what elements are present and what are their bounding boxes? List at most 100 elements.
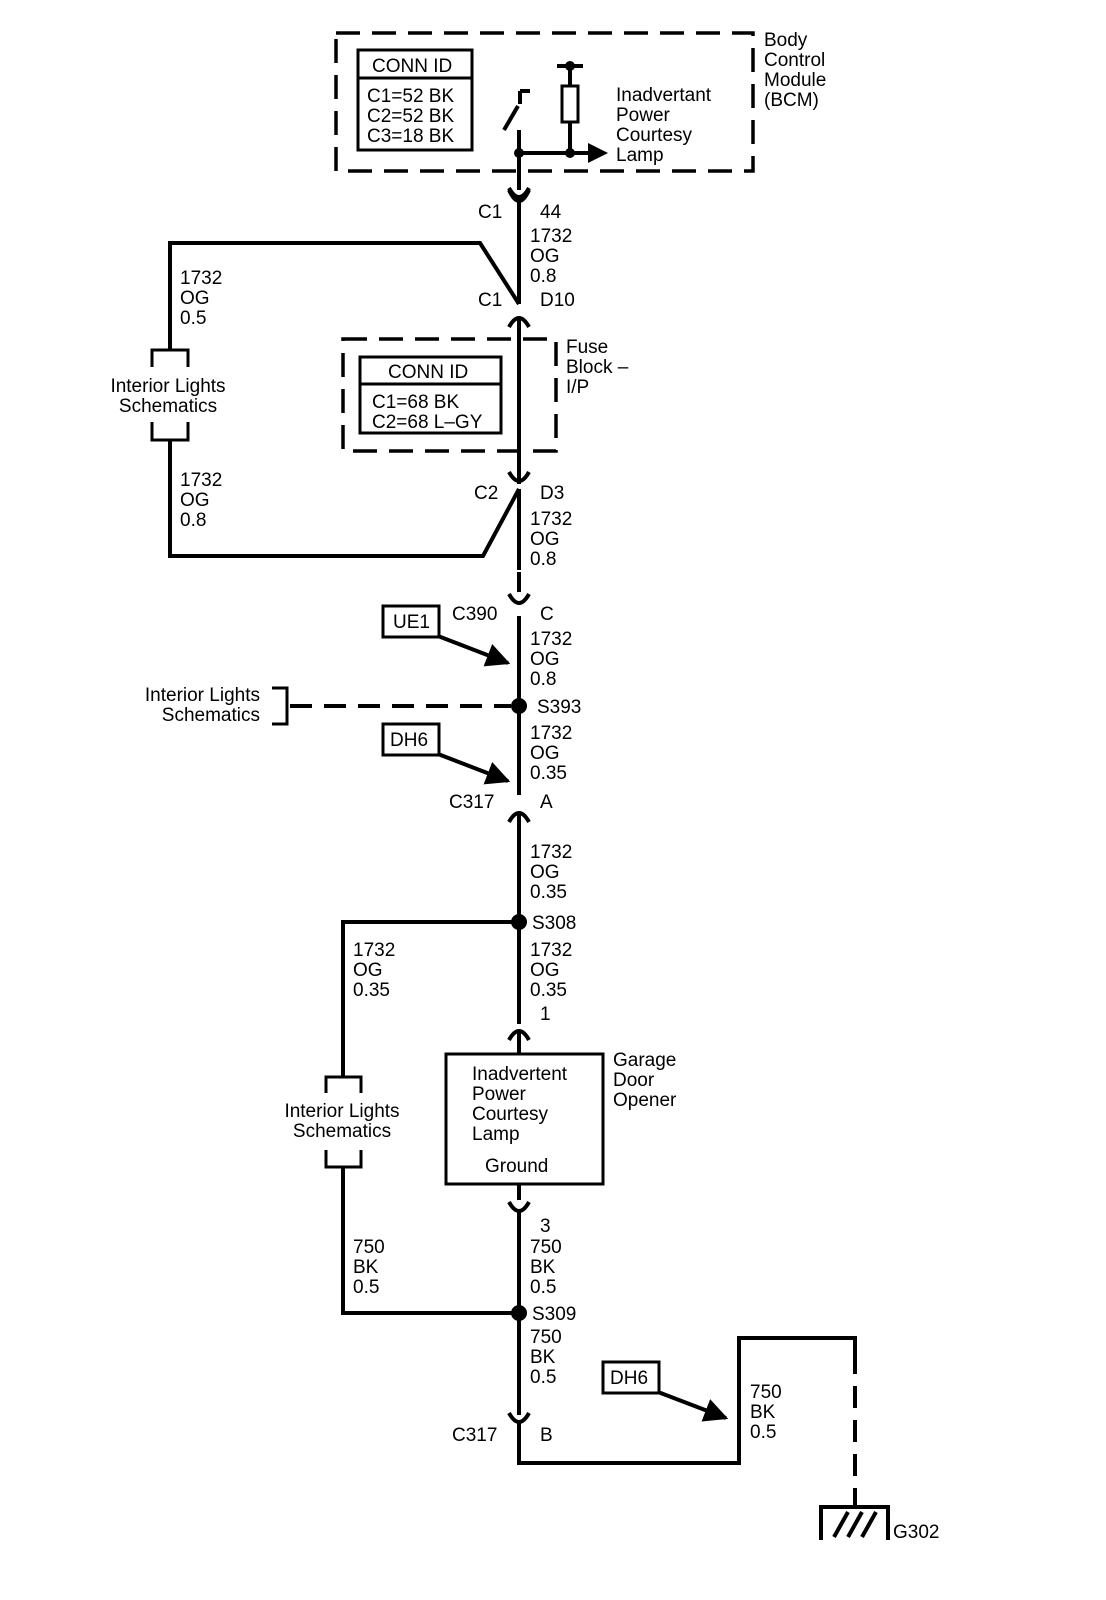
wire-1732-f-label-line-1: 1732 — [530, 940, 572, 961]
ground-label: G302 — [893, 1522, 939, 1543]
wire-1732-d-label-line-1: 1732 — [530, 723, 572, 744]
s309-splice-dot — [511, 1305, 527, 1321]
wire-1732-d-label-line-2: OG — [530, 743, 560, 764]
fuse-top-pin: D10 — [540, 290, 575, 311]
wire-1732-e-label-line-2: OG — [530, 862, 560, 883]
bypass-top-wire-label-line-3: 0.5 — [180, 308, 206, 329]
fuse-conn-id-list-line-1: C1=68 BK — [372, 392, 459, 413]
bcm-c1-label: C1 — [478, 202, 502, 223]
wire-750-b-label-line-2: BK — [530, 1347, 556, 1368]
lower-ref-label-line-1: Interior Lights — [284, 1101, 399, 1122]
fuse-conn-id-box — [358, 355, 503, 435]
fuse-block-name-line-1: Fuse — [566, 337, 608, 358]
bcm-conn-id-list-line-1: C1=52 BK — [367, 86, 454, 107]
s393-ref-label-line-2: Schematics — [162, 705, 260, 726]
wire-750-b-label-line-1: 750 — [530, 1327, 562, 1348]
bypass-top-wire-label-line-2: OG — [180, 288, 210, 309]
c390-pin: C — [540, 604, 554, 625]
s308-left-wire-label-line-2: OG — [353, 960, 383, 981]
wire-750-a-label-line-2: BK — [530, 1257, 556, 1278]
bcm-output-label-line-2: Power — [616, 105, 671, 126]
wire-1732-f-label-line-3: 0.35 — [530, 980, 567, 1001]
dh6-option-box-b — [601, 1360, 661, 1395]
lower-ref-bottom-bracket — [324, 1150, 363, 1169]
wire-750-c-label-line-3: 0.5 — [750, 1422, 776, 1443]
c317b-pin: B — [540, 1425, 553, 1446]
ue1-option-box — [381, 604, 441, 639]
gdo-ground-label: Ground — [485, 1156, 548, 1177]
wire-1732-a-label-line-1: 1732 — [530, 226, 572, 247]
bypass-top-wire-label-line-1: 1732 — [180, 268, 222, 289]
wire-1732-a-label-line-2: OG — [530, 246, 560, 267]
bypass-bottom-wire — [168, 440, 521, 558]
s309-label: S309 — [532, 1304, 576, 1325]
c390-connector-icon — [507, 592, 531, 605]
bypass-ref-label-line-1: Interior Lights — [110, 376, 225, 397]
bypass-ref-label-line-2: Schematics — [119, 396, 217, 417]
gdo-pin3-connector-icon — [507, 1200, 531, 1213]
gdo-name-line-3: Opener — [613, 1090, 677, 1111]
wire-750-ground-run — [517, 1336, 857, 1465]
bcm-conn-id-list-line-2: C2=52 BK — [367, 106, 454, 127]
fuse-conn-id-list-line-2: C2=68 L–GY — [372, 412, 483, 433]
wire-1732-f-label-line-2: OG — [530, 960, 560, 981]
ue1-option-label: UE1 — [393, 612, 430, 633]
s393-label: S393 — [537, 697, 581, 718]
bcm-switch-icon — [502, 89, 530, 190]
bypass-top-wire — [168, 241, 521, 350]
gdo-pin-in: 1 — [540, 1004, 551, 1025]
s308-left-wire-label-line-1: 1732 — [353, 940, 395, 961]
lower-ref-label-line-2: Schematics — [293, 1121, 391, 1142]
lower-left-wire-label-line-2: BK — [353, 1257, 379, 1278]
bcm-output-label-line-1: Inadvertant — [616, 85, 712, 106]
gdo-box-label-line-3: Courtesy — [472, 1104, 549, 1125]
gdo-box-label-line-1: Inadvertent — [472, 1064, 568, 1085]
dh6-option-label-a: DH6 — [390, 730, 428, 751]
wire-750-c-label-line-1: 750 — [750, 1382, 782, 1403]
bcm-output-node — [514, 148, 524, 158]
fuse-c2-connector-icon — [507, 470, 531, 483]
wire-1732-b-label-line-2: OG — [530, 529, 560, 550]
bypass-ref-top-bracket — [150, 348, 190, 367]
fuse-bottom-pin: D3 — [540, 483, 564, 504]
wire-1732-c-label-line-2: OG — [530, 649, 560, 670]
bcm-resistor-icon — [557, 61, 583, 158]
c390-label: C390 — [452, 604, 497, 625]
c317a-pin: A — [540, 792, 553, 813]
c317a-label: C317 — [449, 792, 494, 813]
gdo-name-line-2: Door — [613, 1070, 655, 1091]
s308-left-branch — [341, 920, 519, 1077]
fuse-bottom-connector: C2 — [474, 483, 498, 504]
wire-750-a-label-line-3: 0.5 — [530, 1277, 556, 1298]
s308-label: S308 — [532, 913, 576, 934]
dh6-option-label-b: DH6 — [610, 1368, 648, 1389]
bcm-conn-id-list-line-3: C3=18 BK — [367, 126, 454, 147]
wire-1732-e-label-line-3: 0.35 — [530, 882, 567, 903]
wire-1732-c-label-line-3: 0.8 — [530, 669, 556, 690]
gdo-pin-out: 3 — [540, 1216, 551, 1237]
bcm-name-line-2: Control — [764, 50, 825, 71]
bcm-name-line-4: (BCM) — [764, 90, 819, 111]
lower-left-wire-label-line-1: 750 — [353, 1237, 385, 1258]
wire-1732-d-label-line-3: 0.35 — [530, 763, 567, 784]
wire-1732-a-label-line-3: 0.8 — [530, 266, 556, 287]
